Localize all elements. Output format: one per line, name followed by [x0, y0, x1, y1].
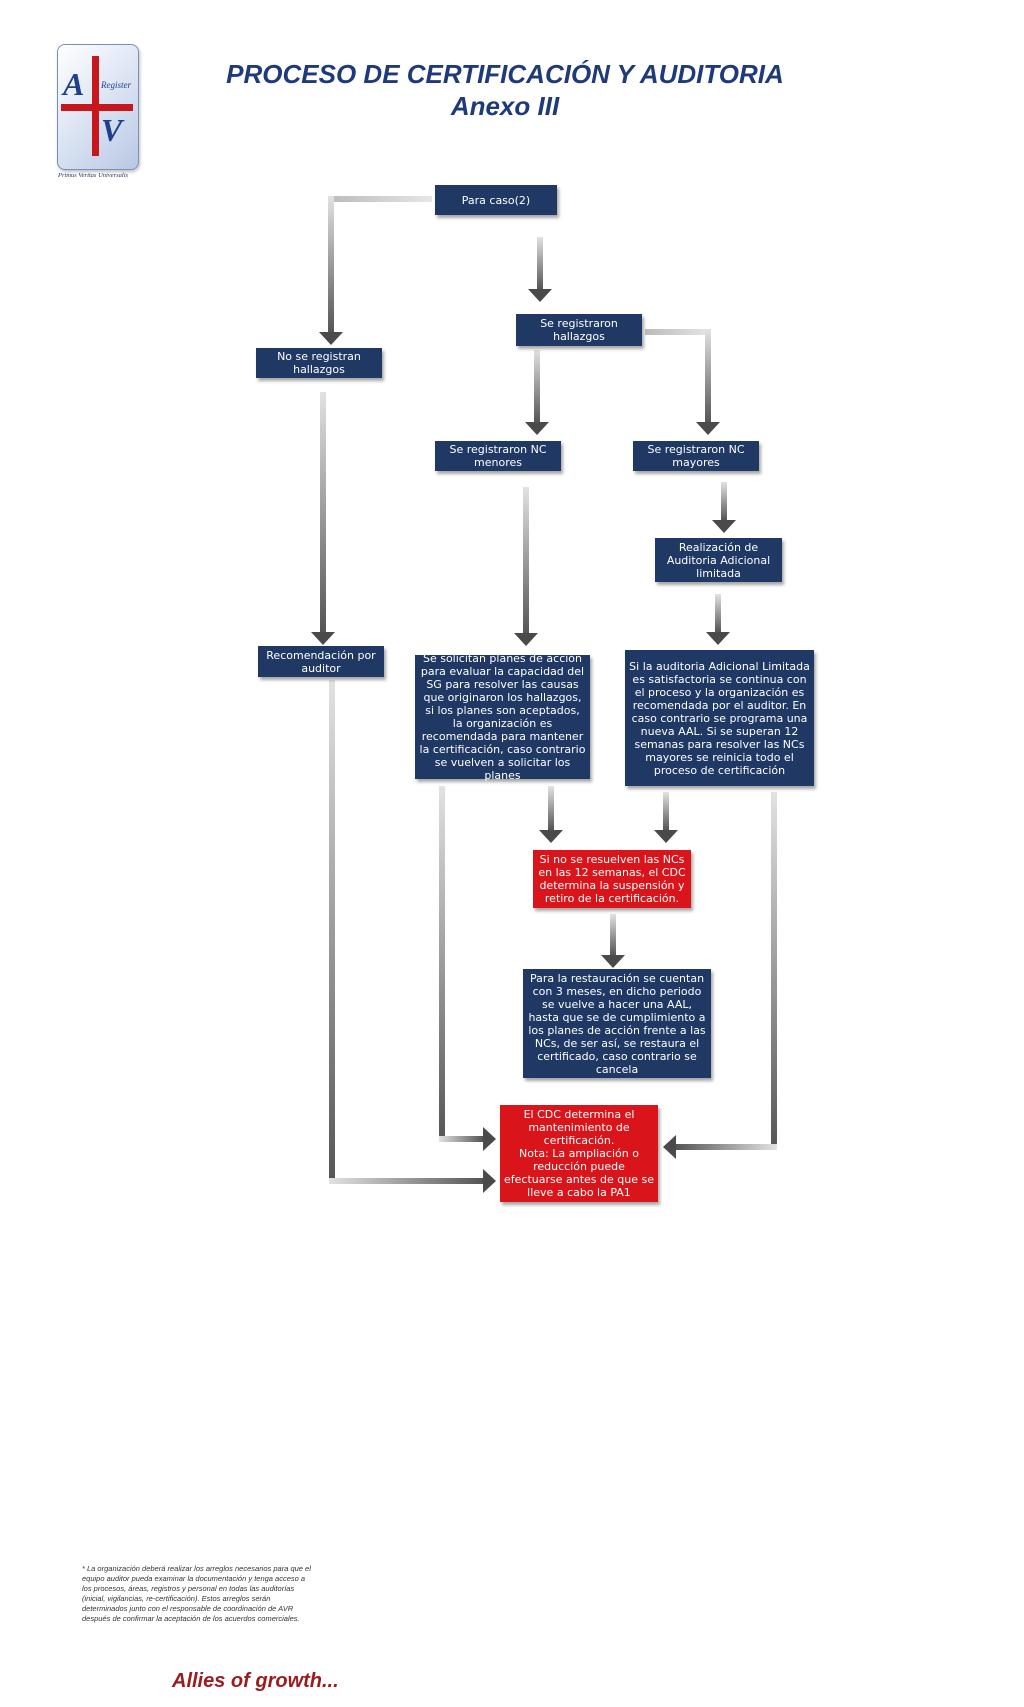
arrow-planes-to-suspension	[539, 786, 563, 843]
arrow-no-hallazgos-to-recomendacion	[311, 392, 335, 645]
logo-register-text: Register	[101, 80, 131, 90]
arrow-suspension-to-restauracion	[601, 914, 625, 968]
node-caso-text: Para caso(2)	[461, 193, 531, 207]
logo-cross-horizontal	[61, 104, 133, 111]
node-caso: Para caso(2)	[435, 185, 557, 215]
page-title: PROCESO DE CERTIFICACIÓN Y AUDITORIA Ane…	[200, 58, 810, 122]
arrow-caso-to-no-hallazgos	[319, 196, 432, 345]
node-no-hallazgos: No se registran hallazgos	[256, 348, 382, 378]
arrow-recomendacion-to-mantenimiento	[329, 680, 496, 1193]
node-planes: Se solicitan planes de acción para evalu…	[415, 652, 590, 782]
logo-letter-a: A	[63, 66, 85, 102]
node-nc-menores-text: Se registraron NC menores	[449, 443, 547, 469]
arrow-hallazgos-to-mayores	[645, 329, 720, 435]
node-no-hallazgos-text: No se registran hallazgos	[277, 350, 361, 376]
node-planes-text: Se solicitan planes de acción para evalu…	[419, 652, 586, 782]
node-restauracion: Para la restauración se cuentan con 3 me…	[523, 969, 711, 1078]
node-mantenimiento: El CDC determina el mantenimiento de cer…	[500, 1105, 658, 1202]
node-satisfactoria-text: Si la auditoria Adicional Limitada es sa…	[629, 659, 810, 777]
node-nc-mayores: Se registraron NC mayores	[633, 441, 759, 471]
node-suspension: Si no se resuelven las NCs en las 12 sem…	[533, 850, 691, 908]
node-mantenimiento-text: El CDC determina el mantenimiento de cer…	[504, 1108, 654, 1199]
arrow-mayores-to-aal	[712, 482, 736, 533]
logo: A Register V	[57, 44, 139, 170]
node-nc-mayores-text: Se registraron NC mayores	[647, 443, 745, 469]
arrow-aal-to-satisfactoria	[706, 594, 730, 645]
arrow-menores-to-planes	[514, 487, 538, 646]
arrow-planes-to-mantenimiento	[439, 786, 496, 1151]
node-restauracion-text: Para la restauración se cuentan con 3 me…	[528, 971, 706, 1076]
node-hallazgos: Se registraron hallazgos	[516, 314, 642, 346]
arrow-caso-to-hallazgos	[528, 237, 552, 302]
node-recomendacion: Recomendación por auditor	[258, 646, 384, 677]
node-satisfactoria: Si la auditoria Adicional Limitada es sa…	[625, 650, 814, 786]
node-hallazgos-text: Se registraron hallazgos	[540, 317, 618, 343]
node-aal: Realización de Auditoria Adicional limit…	[655, 538, 782, 582]
node-suspension-text: Si no se resuelven las NCs en las 12 sem…	[538, 853, 686, 905]
node-nc-menores: Se registraron NC menores	[435, 441, 561, 471]
node-recomendacion-text: Recomendación por auditor	[266, 648, 376, 675]
title-line-2: Anexo III	[450, 91, 560, 121]
arrow-satisfactoria-to-mantenimiento	[663, 792, 777, 1159]
arrow-hallazgos-to-menores	[525, 350, 549, 435]
arrow-satisfactoria-to-suspension	[654, 792, 678, 843]
title-line-1: PROCESO DE CERTIFICACIÓN Y AUDITORIA	[226, 59, 784, 89]
logo-motto: Primus Veritas Universalis	[58, 172, 129, 179]
slogan: Allies of growth...	[172, 1670, 339, 1692]
footnote: * La organización deberá realizar los ar…	[82, 1564, 311, 1623]
node-aal-text: Realización de Auditoria Adicional limit…	[666, 540, 771, 580]
logo-letter-v: V	[101, 112, 123, 148]
